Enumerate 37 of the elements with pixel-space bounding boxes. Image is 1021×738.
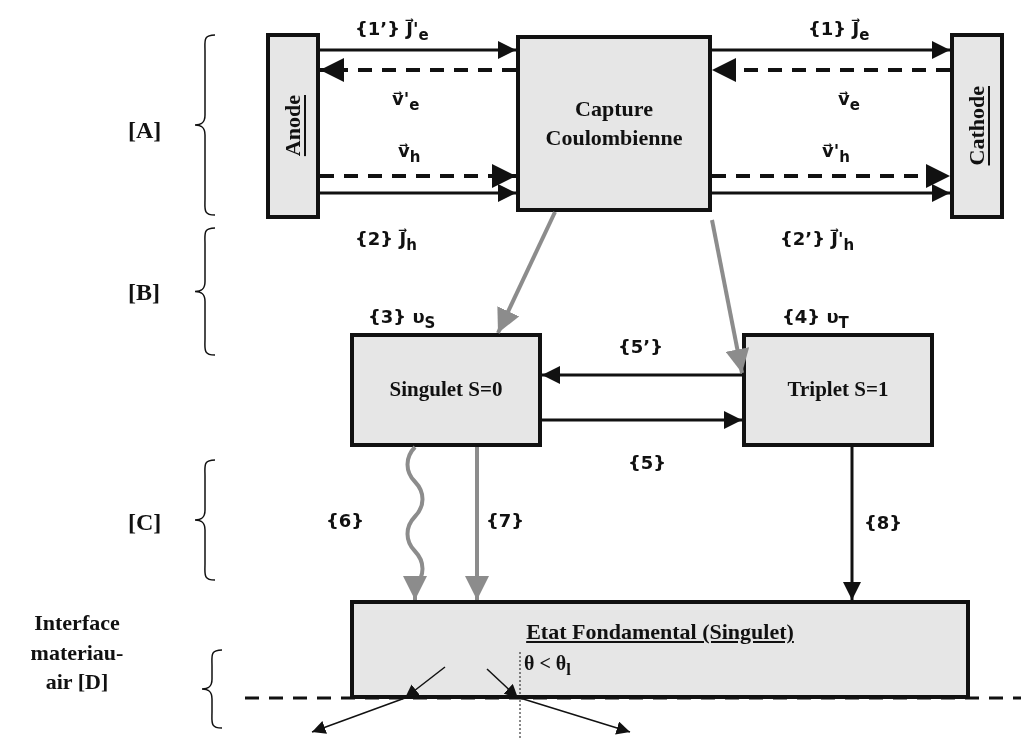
arrow xyxy=(496,211,557,334)
box-label: Anode xyxy=(278,95,306,157)
edge-label: {7} xyxy=(486,510,525,532)
arrow xyxy=(710,219,750,374)
edge-label: {8} xyxy=(864,512,903,534)
region-label: [B] xyxy=(128,278,160,307)
arrow xyxy=(542,411,742,429)
arrow xyxy=(320,164,516,188)
angle-label: θ < θ$_{l}$ xyxy=(524,651,571,681)
process-box xyxy=(350,333,542,447)
arrow xyxy=(320,41,516,59)
process-box xyxy=(266,33,320,219)
region-label: [C] xyxy=(128,508,162,537)
arrow xyxy=(542,366,742,384)
edge-label: {5’} xyxy=(618,336,663,358)
box-label: Cathode xyxy=(962,86,990,166)
arrow xyxy=(712,41,950,59)
box-label: Singulet S=0 xyxy=(389,376,503,404)
process-box xyxy=(516,35,712,212)
process-box xyxy=(742,333,934,447)
arrow xyxy=(320,58,516,82)
box-label: Triplet S=1 xyxy=(787,376,889,404)
region-label: Interface materiau-air [D] xyxy=(29,609,125,697)
wavy-arrow xyxy=(403,445,427,600)
edge-label: {6} xyxy=(326,510,365,532)
arrow xyxy=(320,184,516,202)
process-box xyxy=(950,33,1004,219)
arrow xyxy=(712,184,950,202)
arrow xyxy=(712,164,950,188)
process-box xyxy=(350,600,970,699)
arrow xyxy=(843,447,861,600)
box-label: Capture Coulombienne xyxy=(544,94,684,152)
edge-label: {5} xyxy=(628,452,667,474)
box-label: Etat Fondamental (Singulet) xyxy=(526,618,794,646)
region-label: [A] xyxy=(128,116,162,145)
arrow xyxy=(712,58,950,82)
arrow xyxy=(465,447,489,600)
